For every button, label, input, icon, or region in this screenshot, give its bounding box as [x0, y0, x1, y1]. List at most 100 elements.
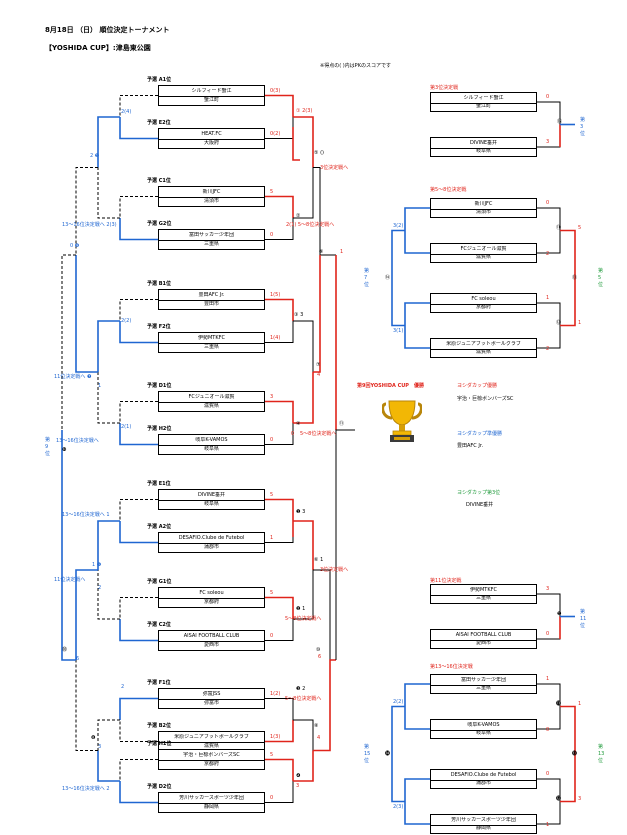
seed-label: 予選 B2位 [147, 723, 172, 729]
team-name: 豊田AFC Jr. [159, 292, 264, 301]
bracket-label: 6 [76, 656, 80, 662]
bracket-line [293, 372, 314, 424]
team-prefecture: 静岡県 [475, 825, 491, 831]
bracket-line [265, 94, 294, 117]
team-name: FC soleou [431, 296, 536, 305]
match-score: 0 [270, 795, 274, 801]
result-rank: 13 [598, 751, 605, 757]
team-prefecture: 滋賀県 [475, 254, 491, 260]
match-score: 0(2) [270, 131, 281, 137]
bracket-line [119, 759, 158, 781]
bracket-line [292, 127, 300, 161]
team-box: FCジュニオール滋賀滋賀県 [430, 243, 537, 263]
team-name: 芳川サッカースポーツ少年団 [431, 817, 536, 826]
bracket-label: ❷ 1 [296, 606, 306, 612]
page-title: 8月18日 （日） 順位決定トーナメント [45, 26, 170, 34]
seed-label: 予選 F2位 [147, 324, 171, 330]
team-name: 新川JFC [159, 189, 264, 198]
bracket-label: ⑩ [316, 647, 321, 653]
bracket-line [119, 781, 158, 804]
bracket-line [265, 781, 294, 803]
match-score: 3 [546, 586, 550, 592]
seed-label: 予選 E1位 [147, 481, 171, 487]
bracket-label: 13～16位決定戦へ 1 [62, 512, 110, 518]
bracket-label: 0 [291, 431, 295, 437]
bracket-line [119, 697, 158, 720]
team-prefecture: 蒲郡市 [203, 544, 219, 550]
seed-label: 予選 G1位 [147, 579, 172, 585]
match-score: 3(1) [393, 327, 404, 334]
team-prefecture: 静岡県 [203, 804, 219, 810]
bracket-line [97, 520, 120, 570]
bracket-label: 3 [296, 783, 300, 789]
section-title: 第3位決定戦 [430, 85, 459, 91]
team-name: 米原ジュニアフットボールクラブ [159, 734, 264, 743]
seed-label: 予選 E2位 [147, 120, 171, 126]
team-prefecture: 愛西市 [203, 642, 219, 648]
bracket-line [560, 705, 576, 803]
bracket-line [293, 320, 314, 372]
team-name: FCジュニオール滋賀 [431, 246, 536, 255]
bracket-label: 3 [98, 744, 102, 750]
match-score: 0 [546, 771, 550, 777]
match-score: 3 [546, 139, 550, 145]
result-rank: 第 [598, 268, 604, 274]
bracket-label: 6 [318, 654, 322, 660]
bracket-line [119, 196, 158, 218]
match-score: 5 [270, 492, 274, 498]
bracket-label: ⑧ [314, 723, 319, 729]
bracket-line [265, 619, 294, 641]
bracket-line [119, 521, 158, 544]
bracket-line [97, 719, 120, 751]
bracket-line [404, 302, 430, 349]
match-score: 0 [546, 94, 550, 100]
team-name: DIVINE垂井 [431, 140, 536, 149]
team-name: 岐阜K-VAMOS [431, 722, 536, 731]
bracket-label: 4 [317, 372, 321, 378]
team-box: 米原ジュニアフットボールクラブ滋賀県 [430, 338, 537, 358]
bracket-label: ⑥ 1 [314, 557, 324, 563]
team-name: 新川JFC [431, 201, 536, 210]
result-rank: 第 [580, 116, 586, 123]
bracket-line [75, 255, 98, 373]
seed-label: 予選 B1位 [147, 281, 172, 287]
bracket-label: ② [296, 213, 301, 219]
bracket-label: ⓾ [62, 647, 68, 653]
team-prefecture: 清須市 [475, 209, 491, 215]
runner-up-label: ヨシダカップ準優勝 [457, 431, 503, 437]
result-rank: 11 [580, 615, 587, 622]
bracket-label: 9 [45, 444, 49, 450]
bracket-label: 0 ❾ [70, 243, 80, 249]
team-prefecture: 愛西市 [475, 640, 491, 646]
team-name: 弥富JSS [159, 691, 264, 700]
seed-label: 予選 D2位 [147, 784, 172, 790]
section-title: 第13～16位決定戦 [430, 664, 473, 670]
bracket-line [404, 778, 430, 825]
bracket-label: ❶ 3 [296, 509, 306, 515]
match-score: 1 [546, 676, 550, 682]
team-name: HEAT.FC [159, 131, 264, 140]
team-prefecture: 滋賀県 [203, 403, 219, 409]
bracket-line [97, 750, 120, 782]
bracket-line [313, 659, 336, 752]
team-prefecture: 蒲郡市 [475, 780, 491, 786]
bracket-line [293, 520, 314, 570]
team-name: シルフィード蟹江 [159, 88, 264, 97]
match-score: 2 [546, 346, 550, 352]
bracket-line [265, 758, 294, 781]
section-title: 第5～8位決定戦 [430, 187, 467, 193]
team-box: DIVINE垂井岐阜県 [430, 137, 537, 157]
team-prefecture: 岐阜県 [475, 148, 491, 154]
bracket-line [293, 719, 314, 751]
bracket-line [293, 750, 314, 782]
result-rank: 5 [598, 275, 602, 281]
match-score: 3 [270, 394, 274, 400]
bracket-label: 2 [98, 585, 102, 591]
bracket-line [119, 597, 158, 619]
bracket-label: 2(2) [121, 318, 132, 324]
bracket-line [265, 195, 294, 218]
bracket-label: ① 2(3) [296, 108, 313, 114]
match-score: 2(3) [393, 803, 404, 810]
match-score: 0 [546, 727, 550, 733]
